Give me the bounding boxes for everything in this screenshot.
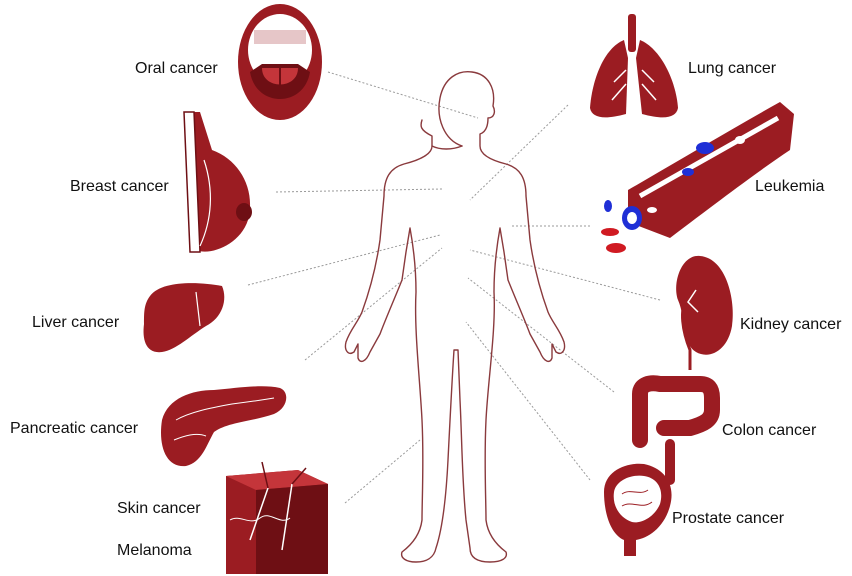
colon-icon [640,383,712,480]
mouth-icon [238,4,322,120]
label-kidney-cancer: Kidney cancer [740,316,841,334]
label-pancreatic-cancer: Pancreatic cancer [10,420,138,438]
connector-oral [328,72,478,118]
human-body-icon [345,72,564,562]
label-leukemia: Leukemia [755,178,824,196]
label-prostate-cancer: Prostate cancer [672,510,784,528]
connector-skin [345,440,420,503]
connector-liver [248,235,440,285]
label-liver-cancer: Liver cancer [32,314,119,332]
label-lung-cancer: Lung cancer [688,60,776,78]
label-breast-cancer: Breast cancer [70,178,169,196]
label-colon-cancer: Colon cancer [722,422,816,440]
connector-lung [470,105,568,200]
label-melanoma: Melanoma [117,542,192,560]
connector-breast [276,189,442,192]
connector-kidney [470,250,660,300]
connector-lines [248,72,660,503]
label-oral-cancer: Oral cancer [135,60,218,78]
pancreas-icon [161,386,286,466]
skin-icon [226,462,328,574]
breast-icon [184,112,252,252]
lungs-icon [590,14,678,117]
label-skin-cancer: Skin cancer [117,500,201,518]
liver-icon [144,283,225,352]
kidney-icon [676,256,733,370]
prostate-icon [604,464,672,556]
